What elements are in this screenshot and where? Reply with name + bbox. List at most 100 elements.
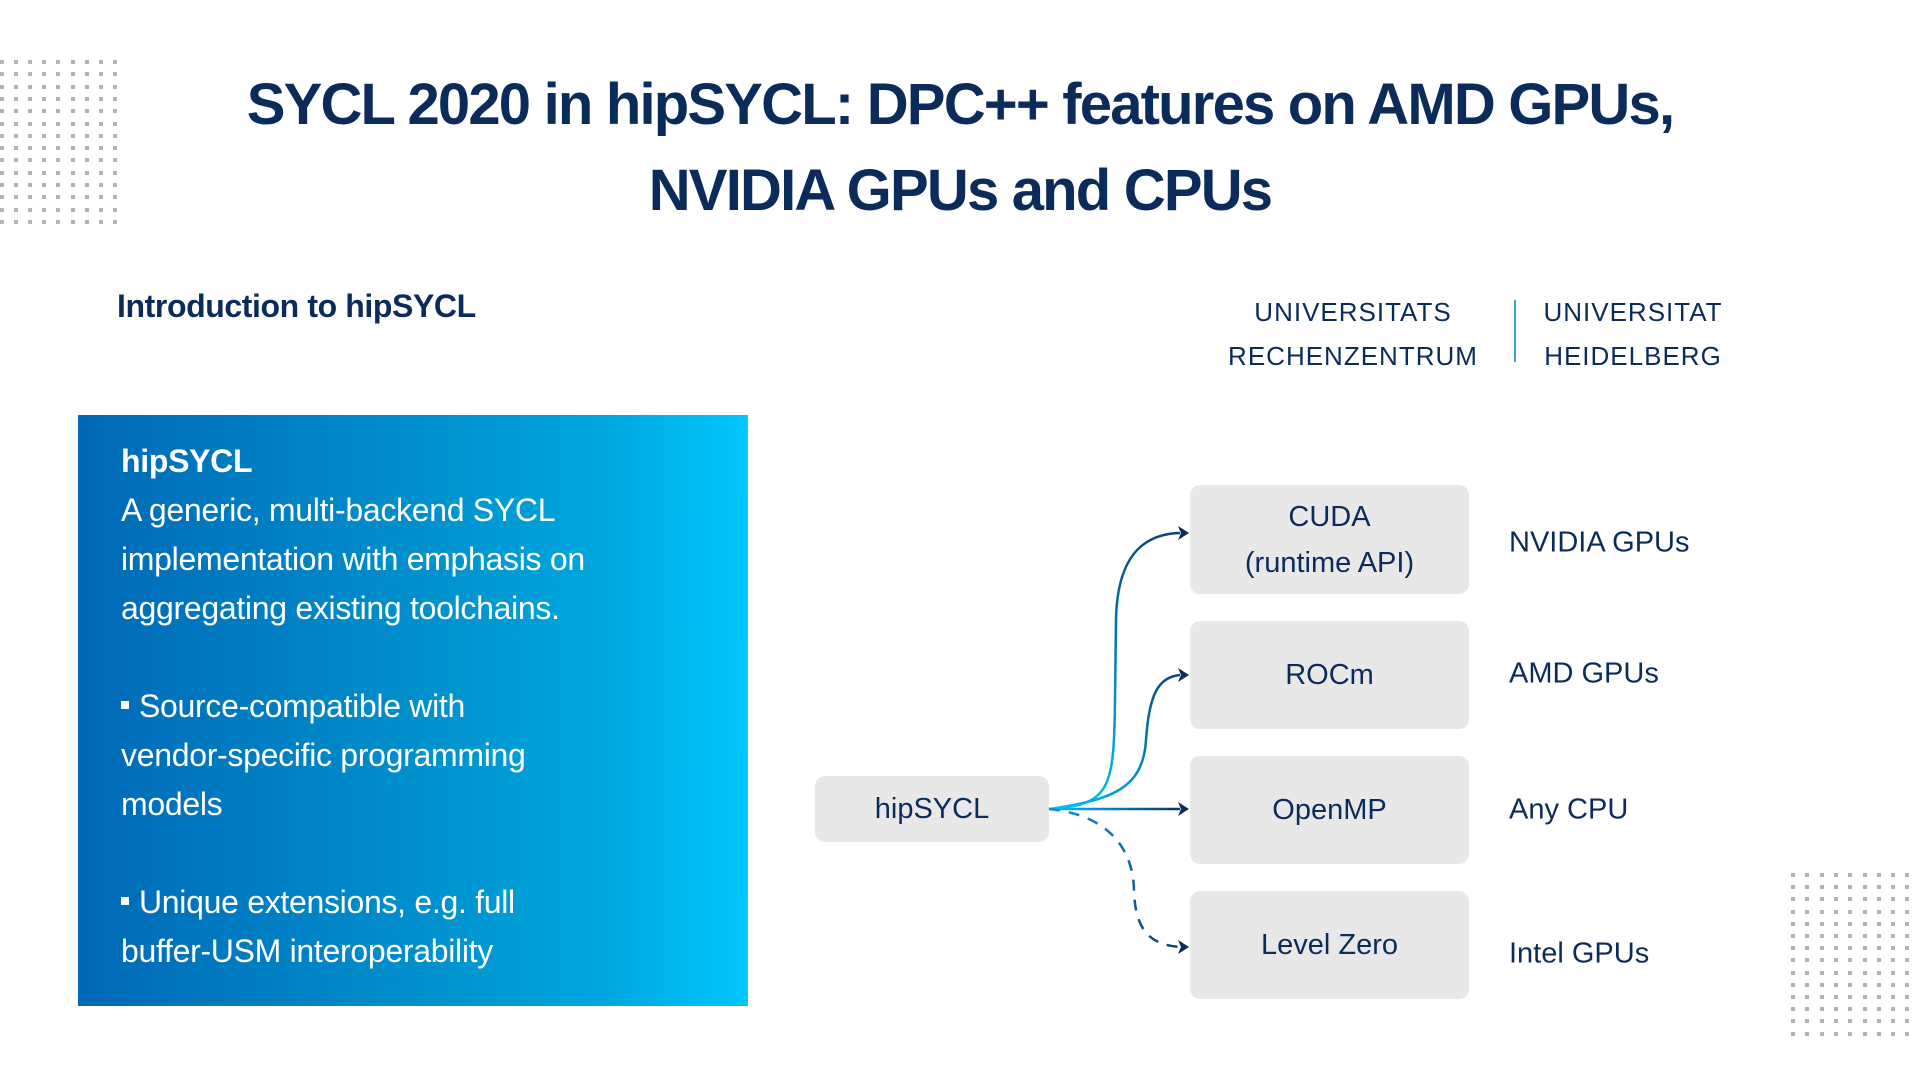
grid-dot	[1905, 982, 1910, 987]
node-cuda-label: CUDA	[1288, 500, 1371, 533]
grid-dot	[1891, 885, 1896, 890]
node-hipsycl: hipSYCL	[815, 776, 1049, 842]
grid-dot	[1876, 934, 1881, 938]
grid-dot	[1862, 995, 1867, 999]
grid-dot	[1833, 921, 1838, 926]
bullet-square-icon	[121, 896, 129, 905]
grid-dot	[28, 133, 33, 138]
grid-dot	[14, 109, 19, 114]
grid-dot	[1848, 970, 1853, 975]
grid-dot	[1791, 1019, 1795, 1024]
grid-dot	[1905, 1019, 1910, 1024]
grid-dot	[56, 146, 61, 151]
grid-dot	[70, 170, 75, 175]
grid-dot	[0, 84, 4, 89]
grid-dot	[1862, 958, 1867, 963]
grid-dot	[1905, 1007, 1910, 1012]
bullet-text-continued: vendor-specific programming	[121, 737, 526, 773]
grid-dot	[1891, 1007, 1896, 1012]
grid-dot	[98, 121, 103, 126]
grid-dot	[98, 146, 103, 151]
grid-dot	[1848, 897, 1853, 902]
grid-dot	[0, 96, 4, 101]
grid-dot	[1805, 958, 1810, 963]
grid-dot	[1905, 921, 1910, 926]
grid-dot	[42, 158, 47, 163]
grid-dot	[1848, 934, 1853, 938]
node-cuda: CUDA (runtime API)	[1190, 485, 1469, 594]
grid-dot	[70, 207, 75, 212]
grid-dot	[1876, 946, 1881, 951]
grid-dot	[1862, 897, 1867, 902]
grid-dot	[1848, 909, 1853, 914]
grid-dot	[1805, 995, 1810, 999]
grid-dot	[0, 207, 4, 212]
grid-dot	[1805, 885, 1810, 890]
grid-dot	[98, 96, 103, 101]
grid-dot	[28, 146, 33, 151]
slide-title-line-2: NVIDIA GPUs and CPUs	[648, 158, 1273, 223]
grid-dot	[84, 60, 89, 64]
grid-dot	[14, 60, 19, 64]
grid-dot	[1819, 946, 1824, 951]
grid-dot	[84, 183, 89, 187]
info-box-description-line: implementation with emphasis on	[121, 541, 585, 577]
grid-dot	[1848, 1007, 1853, 1012]
grid-dot	[98, 170, 103, 175]
bullet-text-continued: models	[121, 786, 223, 822]
bullet-text: Source-compatible with	[139, 688, 465, 724]
grid-dot	[1891, 958, 1896, 963]
grid-dot	[56, 72, 61, 77]
grid-dot	[42, 170, 47, 175]
grid-dot	[1833, 982, 1838, 987]
grid-dot	[56, 109, 61, 114]
grid-dot	[1862, 885, 1867, 890]
logo-left-line-1: UNIVERSITATS	[1254, 297, 1452, 327]
grid-dot	[1833, 1031, 1838, 1036]
grid-dot	[1805, 897, 1810, 902]
grid-dot	[98, 133, 103, 138]
grid-dot	[0, 146, 4, 151]
grid-dot	[1848, 995, 1853, 999]
decorative-dot-grid-top-left	[0, 60, 120, 225]
grid-dot	[1862, 909, 1867, 914]
grid-dot	[1791, 921, 1795, 926]
decorative-dot-grid-bottom-right	[1791, 873, 1916, 1038]
grid-dot	[14, 133, 19, 138]
grid-dot	[112, 170, 117, 175]
grid-dot	[98, 219, 103, 224]
grid-dot	[70, 84, 75, 89]
grid-dot	[70, 60, 75, 64]
grid-dot	[1819, 1031, 1824, 1036]
target-label-intel-gpus: Intel GPUs	[1509, 937, 1650, 970]
grid-dot	[98, 183, 103, 187]
grid-dot	[98, 207, 103, 212]
grid-dot	[14, 207, 19, 212]
grid-dot	[1891, 934, 1896, 938]
grid-dot	[56, 96, 61, 101]
node-openmp-label: OpenMP	[1272, 794, 1387, 826]
grid-dot	[1862, 1031, 1867, 1036]
grid-dot	[1819, 982, 1824, 987]
grid-dot	[84, 133, 89, 138]
grid-dot	[1876, 909, 1881, 914]
grid-dot	[56, 195, 61, 200]
grid-dot	[70, 146, 75, 151]
grid-dot	[98, 72, 103, 77]
grid-dot	[14, 195, 19, 200]
grid-dot	[1819, 909, 1824, 914]
grid-dot	[98, 195, 103, 200]
grid-dot	[70, 219, 75, 224]
grid-dot	[1819, 1019, 1824, 1024]
university-logo-computing-centre: UNIVERSITATS RECHENZENTRUM	[1213, 290, 1493, 378]
grid-dot	[14, 72, 19, 77]
grid-dot	[0, 109, 4, 114]
grid-dot	[14, 183, 19, 187]
grid-dot	[1819, 970, 1824, 975]
grid-dot	[1905, 897, 1910, 902]
logo-divider	[1514, 300, 1516, 362]
grid-dot	[1791, 934, 1795, 938]
grid-dot	[56, 183, 61, 187]
grid-dot	[1791, 982, 1795, 987]
grid-dot	[1876, 995, 1881, 999]
